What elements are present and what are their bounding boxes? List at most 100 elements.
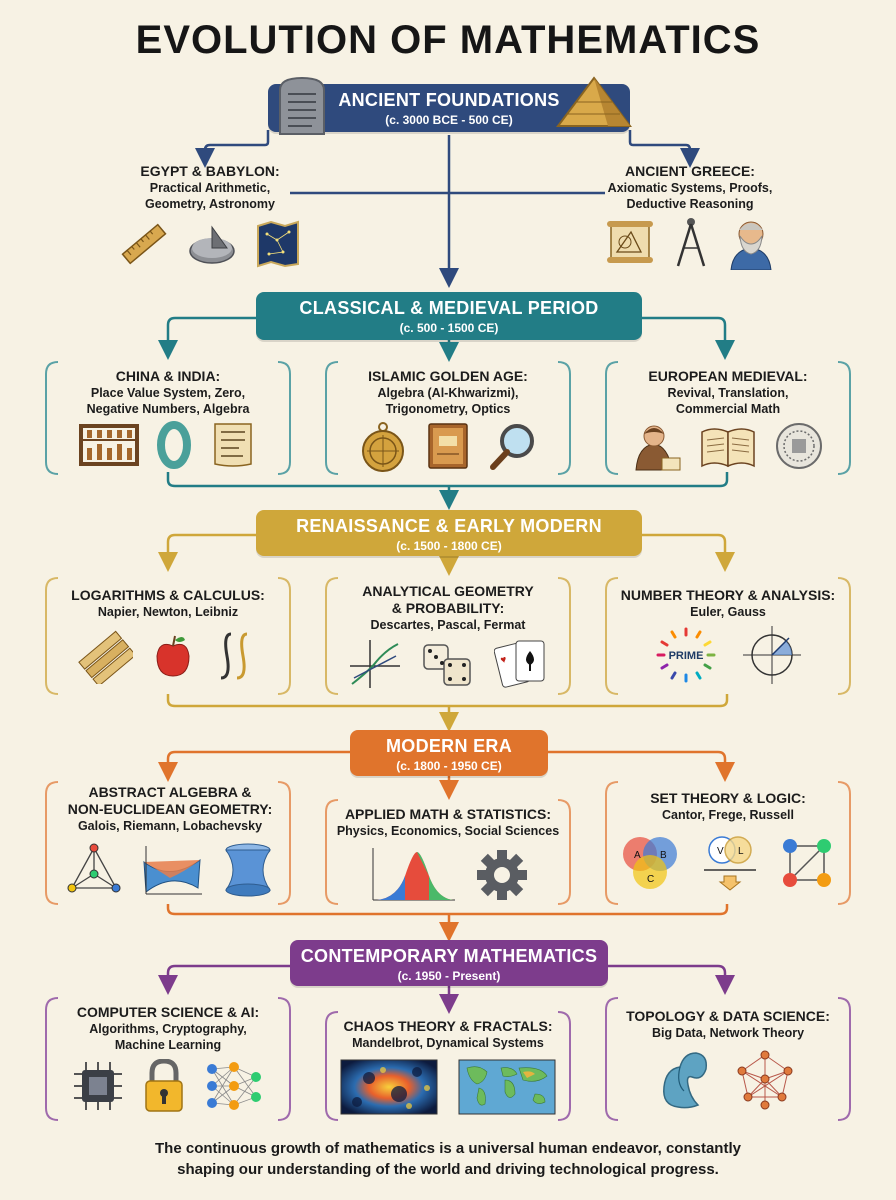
graph-icon (350, 640, 400, 688)
era-banner-modern: MODERN ERA (c. 1800 - 1950 CE) (350, 730, 548, 776)
svg-text:♥: ♥ (499, 654, 507, 666)
topic-icons (338, 844, 558, 906)
topic-analytical-geometry: ANALYTICAL GEOMETRY & PROBABILITY: Desca… (334, 583, 562, 633)
bell-curve-icon (372, 848, 455, 901)
topic-computer-science-ai: COMPUTER SCIENCE & AI: Algorithms, Crypt… (56, 1004, 280, 1053)
topic-heading: ISLAMIC GOLDEN AGE: (368, 368, 528, 384)
manuscript-icon (214, 423, 252, 467)
topic-heading: ANCIENT GREECE: (625, 163, 755, 179)
hyperboloid-icon (225, 843, 271, 897)
topic-heading: ABSTRACT ALGEBRA & (88, 784, 252, 800)
compass-icon (676, 218, 706, 267)
topic-heading: SET THEORY & LOGIC: (650, 790, 806, 806)
topic-desc: Axiomatic Systems, Proofs, (607, 181, 773, 195)
topic-icons (338, 1056, 558, 1118)
neural-network-icon (207, 1062, 261, 1110)
topic-desc: Geometry, Astronomy (145, 197, 275, 211)
saddle-surface-icon (143, 846, 202, 895)
directed-graph-icon (783, 839, 831, 887)
era-title: CONTEMPORARY MATHEMATICS (300, 946, 598, 966)
cards-icon: ♥ (494, 640, 545, 688)
topic-desc: Big Data, Network Theory (651, 1026, 805, 1040)
venn-label: B (660, 850, 667, 861)
zero-icon (157, 421, 191, 469)
topic-desc: Trigonometry, Optics (385, 402, 511, 416)
topic-heading: EUROPEAN MEDIEVAL: (648, 368, 808, 384)
integral-icon (220, 632, 248, 680)
era-title: MODERN ERA (385, 736, 512, 756)
era-banner-classical: CLASSICAL & MEDIEVAL PERIOD (c. 500 - 15… (256, 292, 642, 340)
apple-icon (156, 635, 190, 677)
unit-circle-icon (743, 626, 801, 684)
topic-icons (60, 1058, 276, 1114)
era-period: (c. 3000 BCE - 500 CE) (385, 113, 513, 127)
topic-desc: Physics, Economics, Social Sciences (336, 824, 560, 838)
venn-label: C (647, 874, 654, 885)
klein-bottle-icon (663, 1052, 708, 1109)
ruler-icon (121, 223, 167, 265)
topic-desc: Algorithms, Cryptography, (89, 1022, 247, 1036)
era-title: CLASSICAL & MEDIEVAL PERIOD (299, 298, 599, 318)
topic-desc: Napier, Newton, Leibniz (97, 605, 239, 619)
magnifier-icon (490, 424, 534, 470)
seal-icon (776, 423, 822, 469)
topic-abstract-algebra: ABSTRACT ALGEBRA & NON-EUCLIDEAN GEOMETR… (56, 784, 284, 834)
era-period: (c. 1800 - 1950 CE) (396, 759, 502, 773)
topic-icons (60, 840, 280, 900)
era-title: RENAISSANCE & EARLY MODERN (296, 516, 602, 536)
topic-desc: Machine Learning (114, 1038, 222, 1052)
topic-icons: ♥ (338, 634, 558, 692)
book-icon (428, 423, 468, 469)
network-icon (737, 1050, 793, 1110)
topic-set-theory: SET THEORY & LOGIC: Cantor, Frege, Russe… (614, 790, 842, 823)
topic-icons (60, 626, 276, 686)
footer-line: shaping our understanding of the world a… (177, 1161, 719, 1178)
topic-desc: Commercial Math (675, 402, 781, 416)
scroll-diagram-icon (607, 221, 653, 263)
topic-islamic-golden-age: ISLAMIC GOLDEN AGE: Algebra (Al-Khwarizm… (334, 368, 562, 417)
topic-icons (110, 218, 310, 270)
topic-china-india: CHINA & INDIA: Place Value System, Zero,… (56, 368, 280, 417)
prime-label: PRIME (669, 650, 704, 662)
topic-heading: NON-EUCLIDEAN GEOMETRY: (67, 801, 273, 817)
padlock-icon (145, 1059, 183, 1112)
topic-desc: Deductive Reasoning (626, 197, 754, 211)
topic-applied-math: APPLIED MATH & STATISTICS: Physics, Econ… (334, 806, 562, 839)
topic-heading: CHAOS THEORY & FRACTALS: (343, 1018, 553, 1034)
topic-desc: Place Value System, Zero, (90, 386, 246, 400)
era-banner-renaissance: RENAISSANCE & EARLY MODERN (c. 1500 - 18… (256, 510, 642, 556)
abacus-icon (79, 424, 139, 466)
topic-heading: ANALYTICAL GEOMETRY (362, 583, 534, 599)
topic-icons (60, 420, 276, 470)
prime-wheel-icon: PRIME (656, 627, 716, 683)
group-graph-icon (67, 843, 121, 893)
topic-heading: COMPUTER SCIENCE & AI: (76, 1004, 260, 1020)
topic-ancient-greece: ANCIENT GREECE: Axiomatic Systems, Proof… (580, 163, 800, 212)
topic-desc: Descartes, Pascal, Fermat (370, 618, 526, 632)
era-banner-contemporary: CONTEMPORARY MATHEMATICS (c. 1950 - Pres… (290, 940, 608, 986)
topic-chaos-fractals: CHAOS THEORY & FRACTALS: Mandelbrot, Dyn… (334, 1018, 562, 1051)
topic-heading: NUMBER THEORY & ANALYSIS: (620, 587, 836, 603)
footer-text: The continuous growth of mathematics is … (60, 1138, 836, 1180)
logic-label: V (717, 846, 724, 857)
gear-icon (477, 850, 527, 900)
astrolabe-icon (362, 422, 404, 472)
topic-icons (338, 418, 558, 474)
page-title: EVOLUTION OF MATHEMATICS (135, 18, 761, 62)
topic-desc: Mandelbrot, Dynamical Systems (352, 1036, 544, 1050)
fractal-icon (340, 1059, 438, 1115)
topic-heading: TOPOLOGY & DATA SCIENCE: (626, 1008, 830, 1024)
monk-icon (635, 425, 681, 471)
topic-desc: Cantor, Frege, Russell (662, 808, 794, 822)
world-map-icon (458, 1059, 556, 1115)
topic-icons: PRIME (620, 622, 836, 688)
topic-number-theory: NUMBER THEORY & ANALYSIS: Euler, Gauss (612, 587, 844, 620)
topic-desc: Euler, Gauss (690, 605, 766, 619)
topic-european-medieval: EUROPEAN MEDIEVAL: Revival, Translation,… (614, 368, 842, 417)
topic-icons (590, 214, 790, 270)
topic-heading: EGYPT & BABYLON: (140, 163, 280, 179)
logic-label: L (738, 846, 744, 857)
